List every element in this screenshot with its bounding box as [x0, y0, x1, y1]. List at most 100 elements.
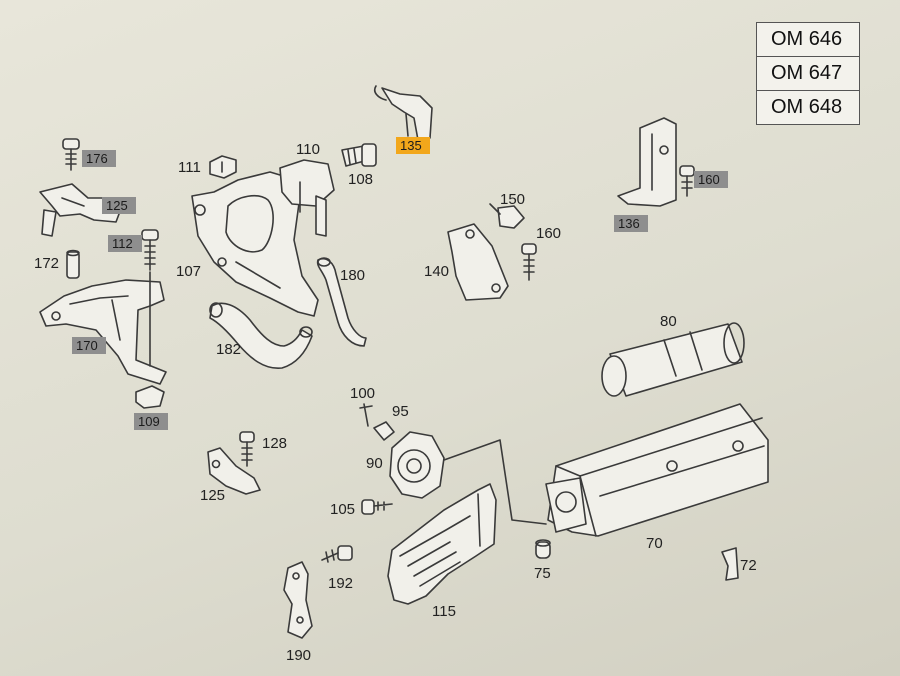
label-text-p108: 108 [348, 171, 373, 188]
part-176[interactable] [62, 138, 80, 171]
label-text-p182: 182 [216, 341, 241, 358]
part-182[interactable] [209, 302, 313, 369]
part-100[interactable] [359, 403, 373, 427]
label-p109[interactable]: 109 [134, 413, 168, 430]
label-p90[interactable]: 90 [366, 455, 383, 472]
label-p182[interactable]: 182 [216, 341, 241, 358]
label-p172[interactable]: 172 [34, 255, 59, 272]
label-text-p72: 72 [740, 557, 757, 574]
part-72[interactable] [721, 547, 739, 581]
label-text-p90: 90 [366, 455, 383, 472]
label-text-p107: 107 [176, 263, 201, 280]
part-172[interactable] [66, 249, 80, 279]
part-160-right-bolt[interactable] [679, 165, 695, 197]
part-128[interactable] [239, 431, 255, 467]
label-p160b[interactable]: 160 [694, 171, 728, 188]
part-115[interactable] [387, 483, 497, 605]
part-190[interactable] [283, 561, 313, 639]
label-text-p125a: 125 [106, 198, 128, 213]
label-p192[interactable]: 192 [328, 575, 353, 592]
part-105[interactable] [361, 499, 393, 515]
label-p111[interactable]: 111 [178, 159, 201, 176]
label-p170[interactable]: 170 [72, 337, 106, 354]
part-136[interactable] [617, 117, 677, 207]
part-125-clamp[interactable] [207, 447, 261, 495]
label-tag-p135 [396, 137, 430, 154]
part-170[interactable] [39, 271, 167, 385]
label-text-p80: 80 [660, 313, 677, 330]
label-tag-p109 [134, 413, 168, 430]
label-tag-p136 [614, 215, 648, 232]
label-p107[interactable]: 107 [176, 263, 201, 280]
label-tag-p125a [102, 197, 136, 214]
label-text-p180: 180 [340, 267, 365, 284]
label-p72[interactable]: 72 [740, 557, 757, 574]
label-text-p112: 112 [112, 236, 133, 251]
label-text-p128: 128 [262, 435, 287, 452]
label-p108[interactable]: 108 [348, 171, 373, 188]
label-p110[interactable]: 110 [296, 141, 320, 158]
label-p100[interactable]: 100 [350, 385, 375, 402]
part-108[interactable] [341, 143, 377, 167]
label-p180[interactable]: 180 [340, 267, 365, 284]
label-p70[interactable]: 70 [646, 535, 663, 552]
label-tag-p112 [108, 235, 142, 252]
label-text-p135: 135 [400, 138, 422, 153]
label-text-p105: 105 [330, 501, 355, 518]
label-p105[interactable]: 105 [330, 501, 355, 518]
part-110[interactable] [279, 159, 335, 237]
label-text-p140: 140 [424, 263, 449, 280]
part-180[interactable] [316, 257, 367, 347]
label-p125b[interactable]: 125 [200, 487, 225, 504]
label-text-p160a: 160 [536, 225, 561, 242]
label-text-p100: 100 [350, 385, 375, 402]
label-p176[interactable]: 176 [82, 150, 116, 167]
part-192[interactable] [321, 545, 353, 563]
label-p190[interactable]: 190 [286, 647, 311, 664]
label-p75[interactable]: 75 [534, 565, 551, 582]
label-p112[interactable]: 112 [108, 235, 142, 252]
part-150[interactable] [489, 203, 525, 229]
label-p115[interactable]: 115 [432, 603, 456, 620]
label-p95[interactable]: 95 [392, 403, 409, 420]
label-text-p109: 109 [138, 414, 160, 429]
label-text-p170: 170 [76, 338, 98, 353]
engine-variant-om647[interactable]: OM 647 [756, 56, 860, 91]
label-text-p176: 176 [86, 151, 108, 166]
label-text-p172: 172 [34, 255, 59, 272]
part-112[interactable] [141, 229, 159, 271]
part-90[interactable] [389, 431, 547, 525]
label-text-p70: 70 [646, 535, 663, 552]
engine-variant-om646[interactable]: OM 646 [756, 22, 860, 57]
label-text-p111: 111 [178, 159, 201, 176]
label-text-p75: 75 [534, 565, 551, 582]
label-p135[interactable]: 135 [396, 137, 430, 154]
part-160-bolt[interactable] [521, 243, 537, 281]
part-labels: 135 176 111 110 108 125 112 172 107 180 170 182 109 1… [34, 137, 757, 664]
label-p140[interactable]: 140 [424, 263, 449, 280]
part-107[interactable] [191, 171, 319, 317]
label-text-p115: 115 [432, 603, 456, 620]
label-p160a[interactable]: 160 [536, 225, 561, 242]
part-125-bracket[interactable] [39, 183, 123, 237]
part-95[interactable] [373, 421, 395, 441]
label-tag-p160b [694, 171, 728, 188]
part-109[interactable] [135, 385, 165, 409]
label-p128[interactable]: 128 [262, 435, 287, 452]
part-140[interactable] [447, 223, 509, 301]
part-70[interactable] [545, 403, 769, 537]
part-80[interactable] [601, 322, 745, 397]
engine-variant-om648[interactable]: OM 648 [756, 90, 860, 125]
label-p150[interactable]: 150 [500, 191, 525, 208]
label-p125a[interactable]: 125 [102, 197, 136, 214]
label-p136[interactable]: 136 [614, 215, 648, 232]
part-135[interactable] [373, 85, 433, 141]
part-75[interactable] [535, 539, 551, 559]
label-text-p110: 110 [296, 141, 320, 158]
label-text-p136: 136 [618, 216, 640, 231]
label-p80[interactable]: 80 [660, 313, 677, 330]
label-text-p125b: 125 [200, 487, 225, 504]
part-111[interactable] [209, 155, 237, 179]
